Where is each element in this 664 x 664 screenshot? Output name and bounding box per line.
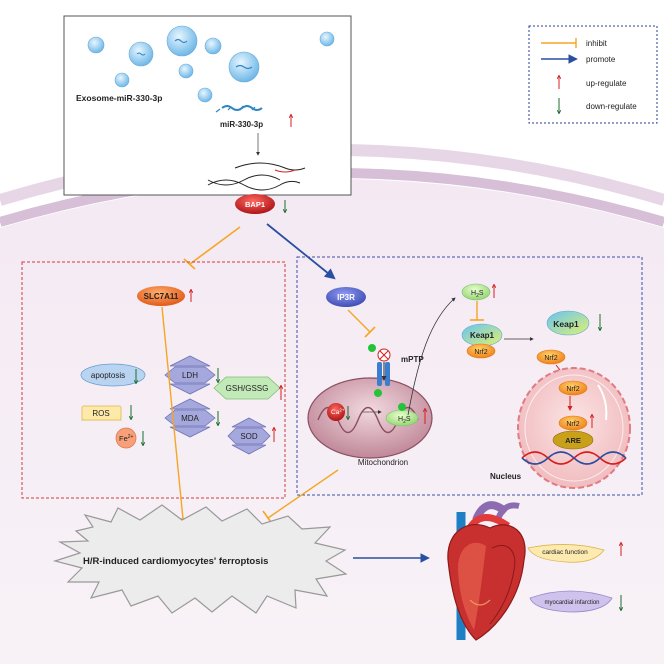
legend-promote-label: promote bbox=[586, 55, 616, 64]
h2s-release-arrow bbox=[407, 297, 456, 416]
mrna-strand-icon bbox=[234, 162, 306, 171]
calcium-node bbox=[327, 403, 345, 421]
mptp-channel bbox=[377, 348, 391, 386]
dna-strand-icon bbox=[207, 179, 301, 191]
exosome-bubbles bbox=[87, 25, 335, 103]
legend-inhibit: inhibit bbox=[541, 38, 608, 48]
sod-node: SOD bbox=[227, 417, 274, 455]
nrf2-bound-node bbox=[558, 415, 588, 431]
exosome-icon bbox=[166, 25, 198, 57]
are-node bbox=[552, 430, 594, 450]
exosome-label: Exosome-miR-330-3p bbox=[76, 93, 162, 103]
cardiac-function-node: cardiac function bbox=[527, 543, 621, 563]
nucleus-label: Nucleus bbox=[490, 472, 522, 481]
ros-node: ROS bbox=[80, 405, 131, 421]
right-panel bbox=[296, 256, 643, 496]
exosome-icon bbox=[114, 72, 130, 88]
bap1-label: BAP1 bbox=[245, 200, 265, 209]
exosome-icon bbox=[178, 63, 194, 79]
inhibit-arrow-ferroptosis bbox=[161, 306, 184, 520]
legend-down-label: down-regulate bbox=[586, 102, 637, 111]
promote-arrow-ip3r bbox=[266, 223, 336, 280]
legend-up: up-regulate bbox=[559, 76, 627, 89]
mda-label: MDA bbox=[181, 414, 199, 423]
slc7a11-node bbox=[137, 286, 185, 306]
gsh-node: GSH/GSSG bbox=[213, 376, 281, 400]
ferroptosis-label: H/R-induced cardiomyocytes' ferroptosis bbox=[83, 556, 268, 567]
calcium-ion-icon bbox=[374, 389, 382, 397]
cardiac-function-label: cardiac function bbox=[542, 549, 588, 556]
nrf2-nucleus-label: Nrf2 bbox=[566, 386, 579, 393]
mi-node: myocardial infarction bbox=[529, 590, 621, 613]
keap1-label: Keap1 bbox=[470, 331, 495, 340]
legend-up-label: up-regulate bbox=[586, 79, 627, 88]
keap1-free-node bbox=[546, 310, 590, 336]
inhibit-arrow-ferroptosis-mito bbox=[267, 469, 339, 519]
h2s-cyto-node bbox=[461, 283, 491, 301]
ros-label: ROS bbox=[92, 409, 109, 418]
keap1-free-label: Keap1 bbox=[553, 319, 579, 329]
ip3r-node bbox=[326, 287, 366, 307]
svg-text:Ca2+: Ca2+ bbox=[331, 408, 345, 417]
mda-node: MDA bbox=[164, 398, 218, 438]
exosome-icon bbox=[319, 31, 335, 47]
svg-text:H2S: H2S bbox=[471, 290, 484, 299]
heart-icon bbox=[447, 501, 526, 641]
inhibit-arrow-slc7a11 bbox=[189, 226, 241, 265]
ldh-label: LDH bbox=[182, 371, 198, 380]
legend-promote: promote bbox=[541, 54, 616, 64]
legend-inhibit-label: inhibit bbox=[586, 39, 608, 48]
mirna-label: miR-330-3p bbox=[220, 120, 263, 129]
are-label: ARE bbox=[565, 436, 581, 445]
mptp-label: mPTP bbox=[401, 355, 424, 364]
left-panel bbox=[21, 261, 286, 499]
nrf2-free-label: Nrf2 bbox=[544, 355, 557, 362]
calcium-ion-icon bbox=[398, 403, 406, 411]
apoptosis-node: apoptosis bbox=[80, 363, 146, 387]
legend-box bbox=[528, 25, 658, 124]
nrf2-label: Nrf2 bbox=[474, 349, 487, 356]
nrf2-nucleus-node bbox=[558, 380, 588, 396]
gsh-label: GSH/GSSG bbox=[226, 384, 269, 393]
ldh-node: LDH bbox=[164, 355, 218, 395]
inhibit-arrow-mptp bbox=[347, 309, 371, 333]
exosome-icon bbox=[87, 36, 105, 54]
nrf2-node bbox=[466, 343, 496, 359]
exosome-icon bbox=[197, 87, 213, 103]
nrf2-free-node bbox=[536, 349, 566, 365]
calcium-ion-icon bbox=[368, 344, 376, 352]
mi-label: myocardial infarction bbox=[544, 600, 599, 606]
svg-text:Fe2+: Fe2+ bbox=[119, 434, 134, 443]
fe-node: Fe2+ bbox=[115, 427, 143, 449]
mitochondrion bbox=[307, 377, 433, 459]
ip3r-label: IP3R bbox=[337, 293, 355, 302]
ferroptosis-burst bbox=[52, 504, 348, 614]
apoptosis-label: apoptosis bbox=[91, 371, 125, 380]
nrf2-bound-label: Nrf2 bbox=[566, 421, 579, 428]
exosome-icon bbox=[204, 37, 222, 55]
svg-text:H2S: H2S bbox=[398, 416, 411, 425]
legend-down: down-regulate bbox=[559, 98, 637, 113]
bap1-node bbox=[235, 194, 275, 214]
mitochondrion-label: Mitochondrion bbox=[358, 458, 408, 467]
slc7a11-label: SLC7A11 bbox=[144, 292, 179, 301]
sod-label: SOD bbox=[240, 432, 258, 441]
